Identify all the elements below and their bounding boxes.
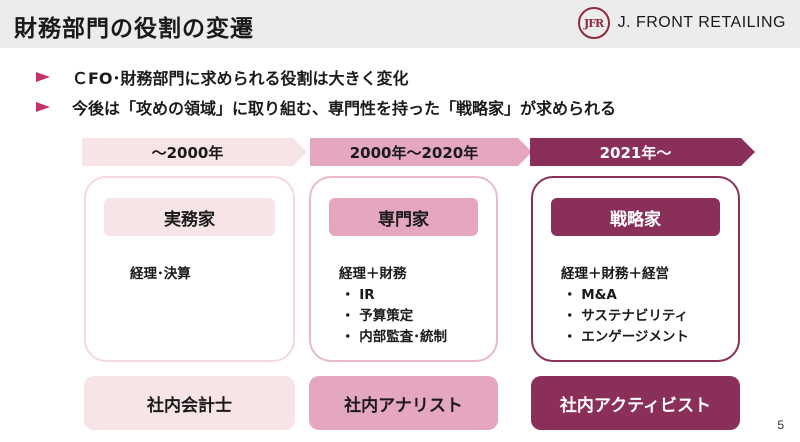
- bullet-text: ＣFO･財務部門に求められる役割は大きく変化: [72, 69, 409, 88]
- page-number: 5: [777, 418, 784, 432]
- outcome-box-2: 社内アナリスト: [309, 376, 498, 430]
- role-item: ・ M&A: [563, 287, 617, 303]
- role-card-3: 戦略家 経理＋財務＋経営 ・ M&A ・ サステナビリティ ・ エンゲージメント: [531, 176, 740, 362]
- bullet-list: ＣFO･財務部門に求められる役割は大きく変化 今後は「攻めの領域」に取り組む、専…: [36, 62, 616, 122]
- logo-text: J. FRONT RETAILING: [617, 14, 786, 31]
- role-lead: 経理＋財務: [339, 266, 407, 282]
- arrow-bullet-icon: [36, 72, 50, 82]
- role-description: 経理＋財務＋経営 ・ M&A ・ サステナビリティ ・ エンゲージメント: [561, 264, 689, 348]
- outcome-box-3: 社内アクティビスト: [531, 376, 740, 430]
- jfr-logo-mark: JFR: [577, 7, 610, 39]
- arrow-bullet-icon: [36, 102, 50, 112]
- role-card-2: 専門家 経理＋財務 ・ IR ・ 予算策定 ・ 内部監査･統制: [309, 176, 498, 362]
- role-card-1: 実務家 経理･決算: [84, 176, 295, 362]
- era-label-3: 2021年～: [530, 138, 755, 166]
- title-bar: 財務部門の役割の変遷 JFR J. FRONT RETAILING: [0, 0, 800, 48]
- era-label-2: 2000年～2020年: [310, 138, 532, 166]
- role-label: 専門家: [329, 198, 478, 236]
- bullet-text: 今後は「攻めの領域」に取り組む、専門性を持った「戦略家」が求められる: [72, 99, 617, 118]
- role-lead: 経理･決算: [130, 266, 191, 282]
- role-item: ・ 予算策定: [341, 308, 414, 324]
- page-title: 財務部門の役割の変遷: [14, 16, 254, 42]
- bullet-item: 今後は「攻めの領域」に取り組む、専門性を持った「戦略家」が求められる: [36, 92, 616, 122]
- role-description: 経理･決算: [130, 264, 191, 285]
- role-description: 経理＋財務 ・ IR ・ 予算策定 ・ 内部監査･統制: [339, 264, 447, 348]
- era-label-1: ～2000年: [82, 138, 307, 166]
- role-item: ・ IR: [341, 287, 375, 303]
- company-logo: JFR J. FRONT RETAILING: [577, 7, 786, 39]
- role-item: ・ エンゲージメント: [563, 329, 689, 345]
- role-item: ・ サステナビリティ: [563, 308, 689, 324]
- bullet-item: ＣFO･財務部門に求められる役割は大きく変化: [36, 62, 616, 92]
- role-lead: 経理＋財務＋経営: [561, 266, 669, 282]
- outcome-box-1: 社内会計士: [84, 376, 295, 430]
- role-item: ・ 内部監査･統制: [341, 329, 447, 345]
- role-label: 実務家: [104, 198, 275, 236]
- role-label: 戦略家: [551, 198, 720, 236]
